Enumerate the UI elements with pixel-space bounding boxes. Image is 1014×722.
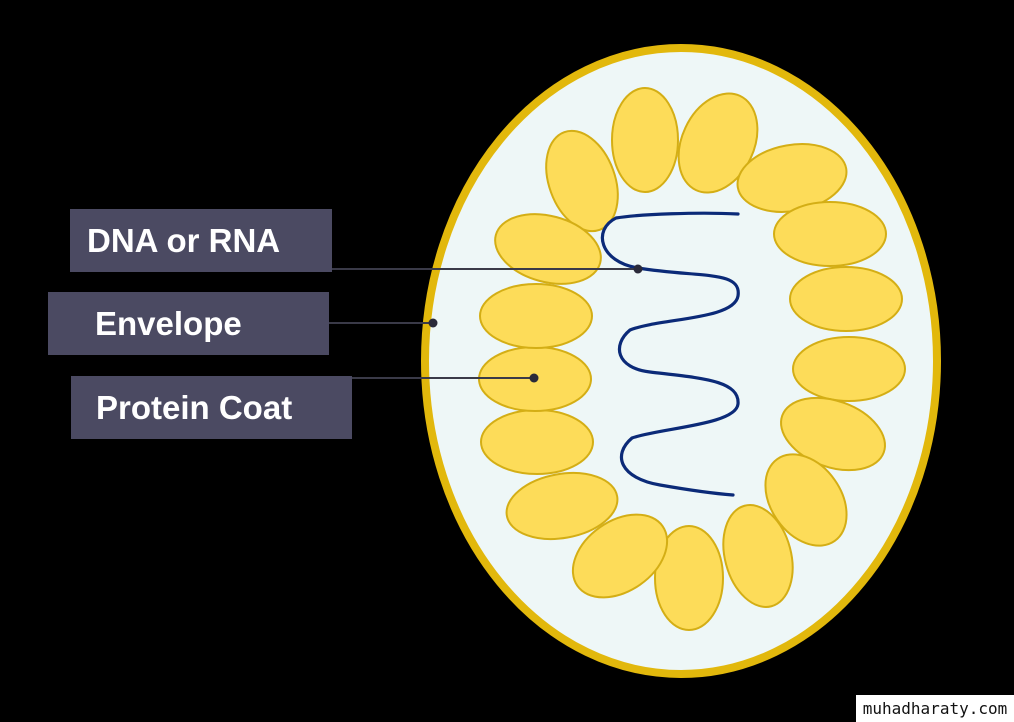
capsomere xyxy=(789,266,903,332)
pointer-dot-protein-coat xyxy=(529,373,539,383)
capsomere xyxy=(571,513,669,599)
capsomere xyxy=(722,504,794,608)
capsomere xyxy=(677,92,759,194)
genome-strand xyxy=(600,211,740,497)
capsomere xyxy=(479,283,593,349)
protein-coat xyxy=(478,87,906,631)
capsomere xyxy=(480,409,594,475)
capsomere xyxy=(505,472,619,540)
label-protein-coat: Protein Coat xyxy=(71,376,352,439)
label-envelope: Envelope xyxy=(48,292,329,355)
pointer-dot-dna xyxy=(633,264,643,274)
capsomere xyxy=(773,201,887,267)
capsomere xyxy=(494,213,602,285)
capsomere xyxy=(654,525,724,631)
capsomere xyxy=(545,129,619,233)
watermark: muhadharaty.com xyxy=(856,695,1014,722)
watermark-text: muhadharaty.com xyxy=(862,699,1008,718)
label-envelope-text: Envelope xyxy=(95,305,242,342)
capsomere xyxy=(792,336,906,402)
label-dna-or-rna: DNA or RNA xyxy=(70,209,332,272)
label-dna-or-rna-text: DNA or RNA xyxy=(87,222,281,259)
pointer-dot-envelope xyxy=(428,318,438,328)
label-protein-coat-text: Protein Coat xyxy=(96,389,293,426)
capsomere xyxy=(611,87,679,193)
